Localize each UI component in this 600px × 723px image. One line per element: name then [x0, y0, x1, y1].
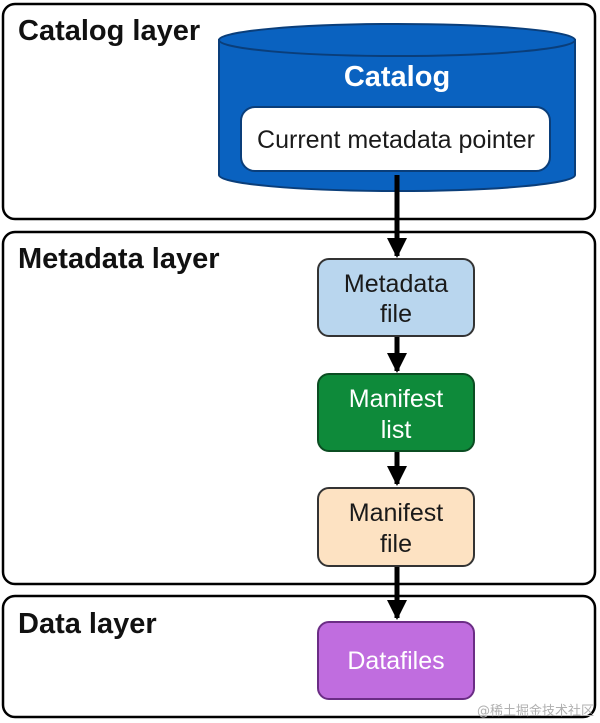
- metadata-file-node: Metadata file: [317, 258, 475, 337]
- catalog-label: Catalog: [344, 61, 450, 93]
- manifest-list-node: Manifest list: [317, 373, 475, 452]
- manifest-file-label-line2: file: [380, 530, 412, 558]
- metadata-file-label-line1: Metadata: [344, 270, 448, 298]
- catalog-layer-title: Catalog layer: [18, 15, 200, 47]
- manifest-list-label-line1: Manifest: [349, 385, 444, 413]
- manifest-file-box: [317, 487, 475, 567]
- manifest-file-label-line1: Manifest: [349, 499, 444, 527]
- metadata-file-label-line2: file: [380, 300, 412, 328]
- manifest-list-label-line2: list: [381, 416, 412, 444]
- catalog-database: Catalog Current metadata pointer: [218, 23, 576, 192]
- datafiles-label: Datafiles: [347, 647, 444, 675]
- watermark: @稀土掘金技术社区: [476, 704, 594, 719]
- metadata-layer-title: Metadata layer: [18, 243, 220, 275]
- metadata-pointer-box: [240, 106, 551, 172]
- datafiles-box: [317, 621, 475, 700]
- manifest-file-node: Manifest file: [317, 487, 475, 567]
- manifest-list-box: [317, 373, 475, 452]
- catalog-cylinder-top: [218, 23, 576, 57]
- metadata-layer-box: [1, 230, 597, 586]
- data-layer-title: Data layer: [18, 608, 157, 640]
- metadata-file-box: [317, 258, 475, 337]
- metadata-pointer-label: Current metadata pointer: [257, 126, 535, 154]
- datafiles-node: Datafiles: [317, 621, 475, 700]
